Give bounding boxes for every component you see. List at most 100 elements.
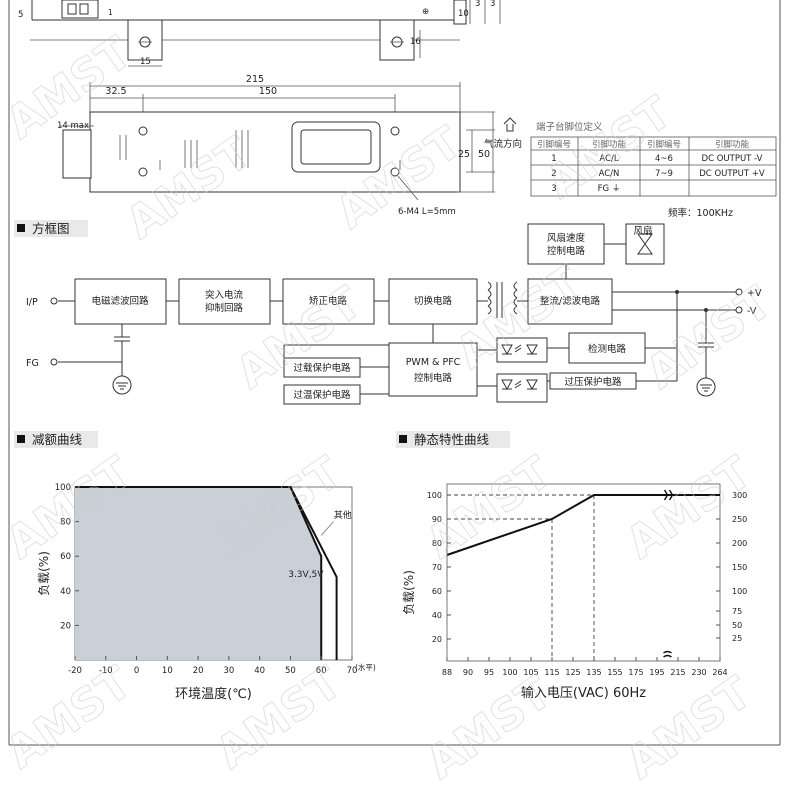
x-tick-label: 70	[347, 666, 358, 676]
block-switch: 切换电路	[414, 295, 453, 307]
x-tick-label: 88	[442, 668, 452, 677]
pin-cell: AC/L	[599, 154, 618, 164]
dim-215: 215	[246, 74, 264, 85]
dim-150: 150	[259, 86, 277, 97]
x-axis-title: 环境温度(℃)	[175, 686, 252, 702]
dim-10: 10	[458, 9, 469, 19]
series-label-3v3-5v: 3.3V,5V	[288, 570, 324, 580]
pin-cell: FG ⏚	[598, 184, 621, 194]
y-tick-label: 20	[432, 635, 442, 644]
section-title-static: 静态特性曲线	[414, 432, 490, 447]
axis-break-icon	[663, 650, 672, 658]
frequency-label: 频率：100KHz	[668, 207, 733, 219]
x-tick-label: 20	[193, 666, 204, 676]
y-tick-label: 80	[60, 518, 71, 528]
block-diagram	[50, 223, 743, 405]
dim-mark-top: ⊕	[422, 7, 429, 17]
section-bar	[14, 220, 88, 237]
block-detect: 检测电路	[588, 343, 627, 355]
block-fan: 风扇	[633, 225, 652, 237]
pin-cell: 7~9	[655, 169, 673, 179]
x-tick-label: 264	[712, 668, 727, 677]
label-vminus: -V	[747, 306, 757, 317]
x-axis-title: 输入电压(VAC) 60Hz	[521, 685, 646, 701]
pin-head-3: 引脚编号	[647, 139, 681, 150]
y-tick-label: 20	[60, 621, 71, 631]
block-pwm-1: PWM & PFC	[406, 357, 461, 368]
dim-3a: 3	[475, 0, 480, 9]
y2-tick-label: 250	[732, 515, 747, 524]
x-tick-label: 95	[484, 668, 494, 677]
section-title-block: 方框图	[32, 221, 70, 236]
x-tick-label: -10	[99, 666, 113, 676]
pin-cell: AC/N	[599, 169, 620, 179]
derating-area-fill	[75, 487, 322, 660]
block-fan-ctrl-1: 风扇速度	[547, 232, 586, 244]
block-rectifier: 矫正电路	[309, 295, 348, 307]
axis-break-icon	[663, 489, 674, 501]
y2-tick-label: 150	[732, 563, 747, 572]
x-tick-label: 10	[162, 666, 173, 676]
section-title-derating: 减额曲线	[32, 432, 83, 447]
series-label-other: 其他	[334, 509, 352, 521]
dim-16: 16	[410, 37, 421, 47]
x-unit-label: (水平)	[355, 662, 376, 672]
block-output-filter: 整流/滤波电路	[540, 295, 601, 307]
dim-32-5: 32.5	[105, 86, 126, 97]
y-tick-label: 40	[60, 587, 71, 597]
pin-table	[530, 136, 777, 197]
x-tick-label: 125	[565, 668, 580, 677]
pin-cell: DC OUTPUT +V	[699, 169, 765, 179]
derating-line-other	[75, 486, 338, 660]
pin-table-title: 端子台脚位定义	[536, 121, 603, 133]
y-tick-label: 100	[427, 491, 442, 500]
label-vplus: +V	[747, 288, 762, 299]
y-axis-title: 负载(%)	[37, 551, 51, 596]
dim-15: 15	[140, 57, 151, 67]
y2-tick-label: 200	[732, 539, 747, 548]
section-bar	[396, 431, 510, 448]
x-tick-label: 30	[223, 666, 234, 676]
x-tick-label: 40	[254, 666, 265, 676]
block-inrush-2: 抑制回路	[205, 302, 244, 314]
pin-head-2: 引脚功能	[592, 139, 627, 150]
x-tick-label: 175	[628, 668, 643, 677]
y-tick-label: 40	[432, 611, 442, 620]
static-curve	[446, 494, 720, 556]
label-fg: FG	[26, 358, 39, 369]
x-tick-label: 90	[463, 668, 473, 677]
x-tick-label: 135	[586, 668, 601, 677]
plot-area	[446, 483, 721, 662]
x-tick-label: 0	[134, 666, 139, 676]
block-inrush-1: 突入电流	[205, 289, 244, 301]
y2-tick-label: 300	[732, 491, 747, 500]
y2-tick-label: 25	[732, 634, 742, 643]
block-ovp: 过压保护电路	[564, 376, 622, 388]
watermark: AMST	[417, 667, 561, 789]
top-view-drawing	[60, 82, 495, 201]
x-tick-label: 215	[670, 668, 685, 677]
series-leader-other	[320, 521, 334, 536]
airflow-arrow-icon	[503, 117, 517, 132]
dim-14max: 14 max	[57, 121, 89, 131]
y-tick-label: 90	[432, 515, 442, 524]
pin-cell: 2	[551, 169, 556, 179]
y-tick-label: 100	[55, 483, 71, 493]
dim-50: 50	[478, 149, 490, 160]
block-emi: 电磁滤波回路	[91, 295, 149, 307]
x-tick-label: 50	[285, 666, 296, 676]
y-tick-label: 60	[432, 587, 442, 596]
section-bullet-icon	[17, 435, 25, 443]
section-bullet-icon	[17, 224, 25, 232]
pin-cell: DC OUTPUT -V	[702, 154, 763, 164]
pin-cell: 4~6	[655, 154, 673, 164]
pin-head-4: 引脚功能	[715, 139, 750, 150]
watermark: AMST	[637, 277, 781, 399]
dim-1: 1	[108, 8, 113, 17]
airflow-label: 气流方向	[484, 138, 522, 150]
y-tick-label: 70	[432, 563, 442, 572]
